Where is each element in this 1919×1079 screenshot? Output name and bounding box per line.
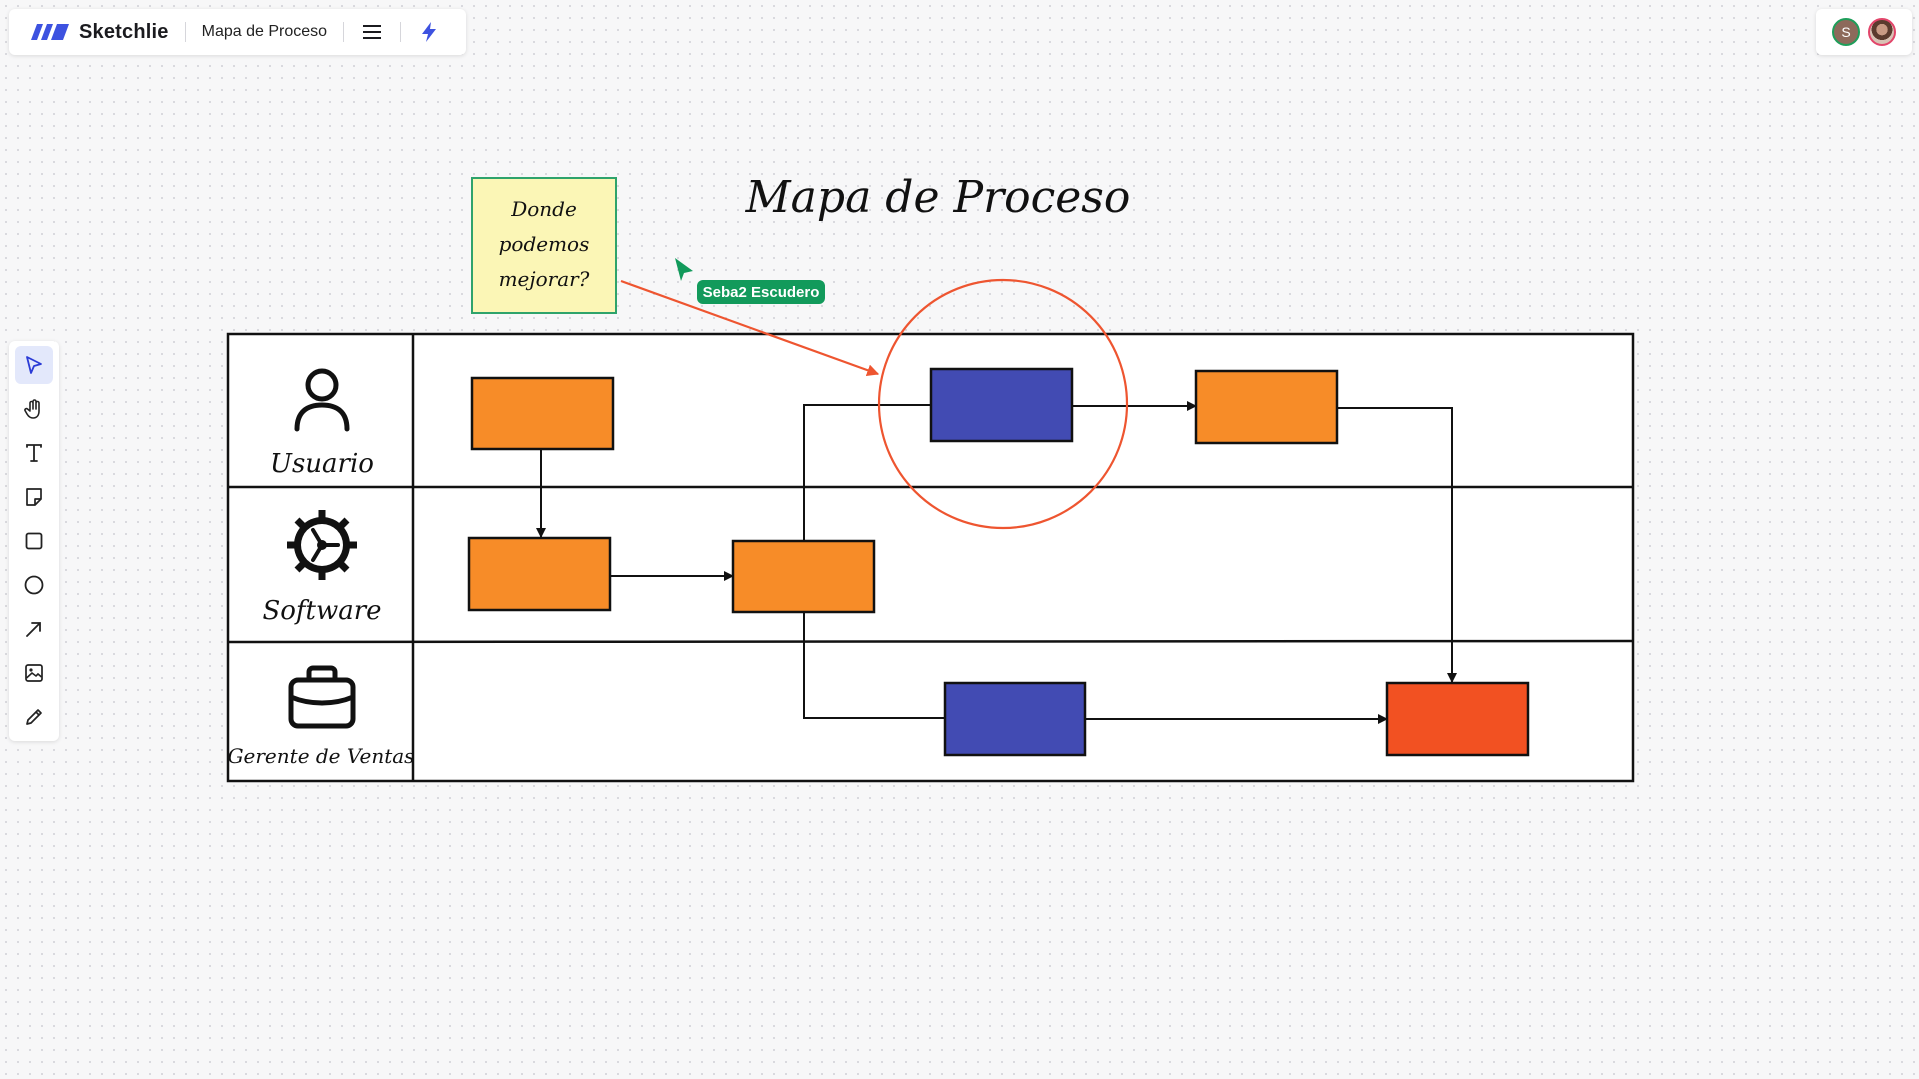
tool-panel <box>9 341 59 741</box>
process-box-orange[interactable] <box>731 539 876 614</box>
connector-line[interactable] <box>803 404 931 541</box>
connector-line[interactable] <box>803 612 945 719</box>
sticky-note-text: mejorar? <box>499 267 590 291</box>
sticky-note-text: Donde <box>510 197 577 221</box>
avatar[interactable]: S <box>1832 18 1860 46</box>
divider <box>400 22 402 42</box>
pencil-icon <box>26 709 42 725</box>
lane-software-header: Software <box>262 510 382 626</box>
lane-gerente-header: Gerente de Ventas <box>228 665 415 768</box>
process-box-red[interactable] <box>1385 681 1530 757</box>
divider <box>184 22 186 42</box>
sticky-note-tool[interactable] <box>15 478 53 516</box>
image-tool[interactable] <box>15 654 53 692</box>
user-icon <box>294 368 350 432</box>
circle-icon <box>24 575 44 595</box>
connector-arrow[interactable] <box>1337 407 1457 683</box>
lane-label: Usuario <box>270 449 374 479</box>
connectors <box>536 401 1457 724</box>
text-icon <box>26 444 42 462</box>
process-box-orange[interactable] <box>1194 369 1339 445</box>
lane-usuario-header: Usuario <box>270 368 374 479</box>
lane-label: Software <box>262 596 381 626</box>
board-title[interactable]: Mapa de Proceso <box>745 172 1131 223</box>
process-box-blue[interactable] <box>943 681 1087 757</box>
collaborator-cursor: Seba2 Escudero <box>675 258 825 304</box>
pencil-tool[interactable] <box>15 698 53 736</box>
briefcase-icon <box>288 665 356 729</box>
avatar[interactable] <box>1868 18 1896 46</box>
hand-tool[interactable] <box>15 390 53 428</box>
lightning-icon[interactable] <box>417 20 441 44</box>
cursor-user-name: Seba2 Escudero <box>703 284 820 301</box>
collaborators: S <box>1816 9 1912 55</box>
app-name[interactable]: Sketchlie <box>79 20 169 43</box>
sketchlie-logo-icon[interactable] <box>31 23 69 41</box>
rectangle-tool[interactable] <box>15 522 53 560</box>
image-icon <box>25 664 43 682</box>
hand-icon <box>24 399 40 419</box>
process-box-orange[interactable] <box>470 376 615 451</box>
highlight-circle[interactable] <box>877 278 1129 530</box>
sticky-note-icon <box>26 488 42 506</box>
process-box-orange[interactable] <box>467 536 612 612</box>
sticky-note-text: podemos <box>499 232 590 256</box>
arrow-icon <box>26 622 41 637</box>
annotation-arrow[interactable] <box>620 279 880 376</box>
document-title[interactable]: Mapa de Proceso <box>201 23 328 40</box>
menu-icon[interactable] <box>360 20 384 44</box>
text-tool[interactable] <box>15 434 53 472</box>
divider <box>343 22 345 42</box>
sticky-note[interactable]: Donde podemos mejorar? <box>471 177 617 314</box>
select-tool[interactable] <box>15 346 53 384</box>
arrow-tool[interactable] <box>15 610 53 648</box>
cursor-label <box>697 280 825 304</box>
top-bar: Sketchlie Mapa de Proceso <box>9 9 466 55</box>
process-shapes <box>467 367 1530 757</box>
square-icon <box>25 532 43 550</box>
ellipse-tool[interactable] <box>15 566 53 604</box>
cursor-icon <box>675 258 693 281</box>
lane-label: Gerente de Ventas <box>228 744 415 768</box>
gear-icon <box>287 510 357 580</box>
process-box-blue[interactable] <box>929 367 1074 443</box>
pointer-icon <box>26 356 42 374</box>
